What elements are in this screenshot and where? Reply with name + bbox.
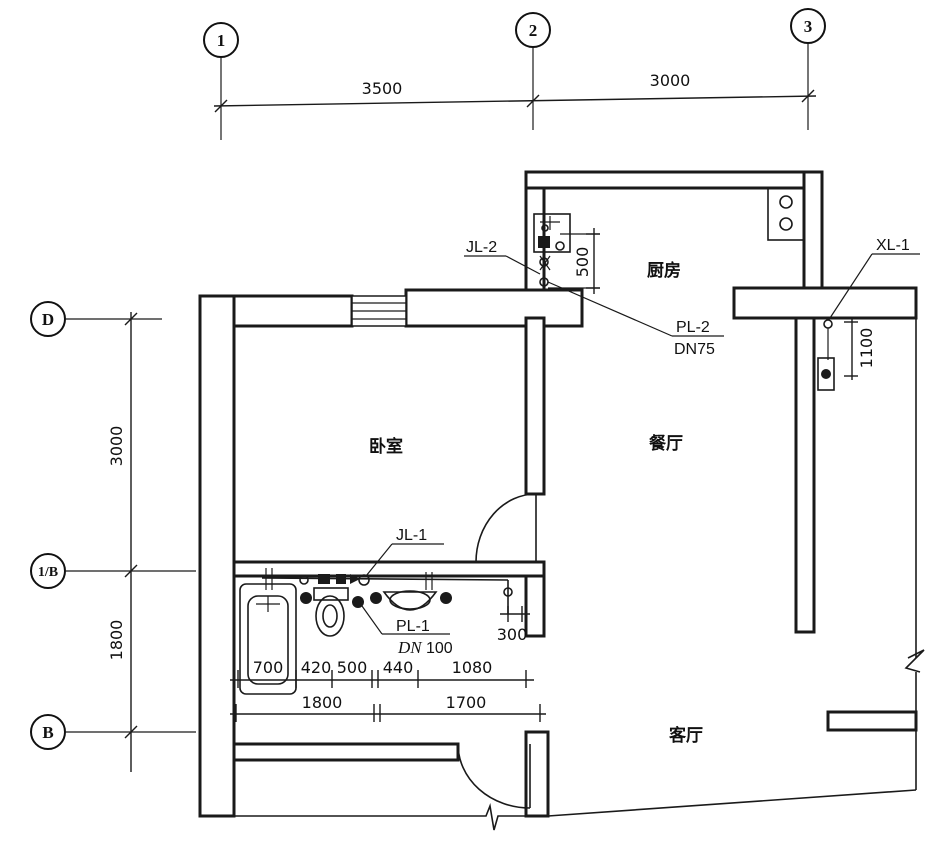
svg-text:1/B: 1/B [38, 565, 58, 580]
dim-1100-line [844, 318, 858, 380]
dim-500-kitchen [548, 228, 600, 294]
room-label-dining: 餐厅 [649, 433, 683, 454]
svg-text:B: B [42, 723, 53, 742]
dim-300-label: 300 [497, 625, 528, 644]
label-pl2-dn: DN75 [674, 341, 715, 358]
dim-500-label: 500 [573, 247, 592, 278]
stove-icon [767, 187, 805, 241]
bathtub-icon [239, 583, 297, 695]
dim-1800-left: 1800 [107, 620, 126, 661]
room-label-living: 客厅 [668, 725, 703, 746]
leader-pl1 [361, 605, 450, 635]
dim-500-bath: 500 [337, 658, 368, 677]
dim-1700-bath: 1700 [446, 693, 487, 712]
axis-bubble-1B: 1/B [30, 553, 66, 589]
room-label-kitchen: 厨房 [647, 260, 681, 281]
bath-dim-row1 [230, 670, 534, 688]
svg-text:3: 3 [804, 17, 813, 36]
top-dimension-line [213, 89, 817, 113]
leader-pl2 [547, 281, 724, 337]
label-pl2: PL-2 [676, 319, 710, 336]
leader-xl1 [829, 253, 920, 319]
washbasin-icon [382, 590, 438, 611]
svg-text:2: 2 [529, 21, 538, 40]
label-jl1: JL-1 [396, 527, 427, 544]
dim-3000-left: 3000 [107, 426, 126, 467]
riser-xl1-icon [817, 319, 835, 391]
label-pl1: PL-1 [396, 618, 430, 635]
break-lines [230, 649, 925, 831]
label-pl1-dn: DN [397, 638, 423, 657]
axis-bubble-2: 2 [515, 12, 551, 48]
window-bedroom [351, 295, 407, 327]
walls [198, 170, 918, 818]
dim-1080: 1080 [452, 658, 493, 677]
dim-1800-bath: 1800 [302, 693, 343, 712]
door-entry [457, 743, 531, 809]
label-jl2: JL-2 [466, 239, 497, 256]
axis-bubble-D: D [30, 301, 66, 337]
bath-dim-row2 [230, 704, 546, 722]
left-dimension-line [124, 312, 138, 772]
room-label-bedroom: 卧室 [369, 436, 403, 457]
axis-bubble-1: 1 [203, 22, 239, 58]
dim-3000-top: 3000 [650, 71, 691, 90]
axis-bubble-B: B [30, 714, 66, 750]
dim-300-line [500, 606, 530, 622]
axis-bubble-3: 3 [790, 8, 826, 44]
dim-440: 440 [383, 658, 414, 677]
dim-700: 700 [253, 658, 284, 677]
leader-jl1 [365, 543, 444, 577]
leader-jl2 [464, 255, 541, 275]
svg-text:D: D [42, 310, 54, 329]
bath-water-pipe [261, 568, 513, 614]
svg-text:1: 1 [217, 31, 226, 50]
axis-lines-top [220, 42, 809, 140]
dim-1100-label: 1100 [857, 328, 876, 369]
dim-3500: 3500 [362, 79, 403, 98]
toilet-icon [313, 587, 349, 637]
door-bedroom [475, 493, 537, 563]
dim-420: 420 [301, 658, 332, 677]
label-xl1: XL-1 [876, 237, 910, 254]
label-pl1-size: 100 [426, 640, 453, 657]
